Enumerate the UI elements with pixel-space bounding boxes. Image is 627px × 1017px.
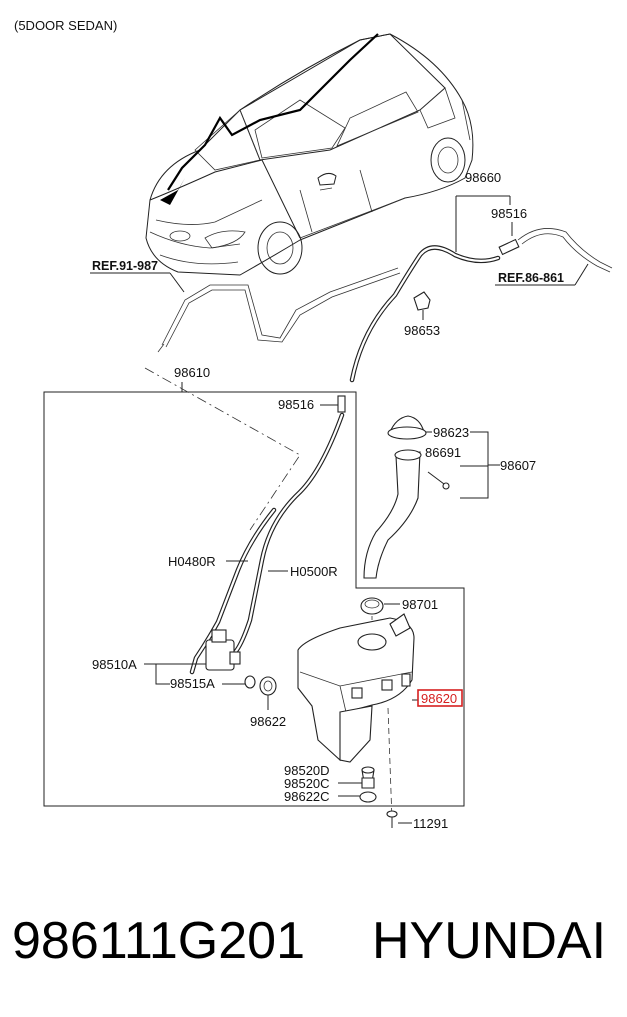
callout-98653: 98653 [404, 323, 440, 338]
callout-98516-top: 98516 [491, 206, 527, 221]
callout-98607: 98607 [500, 458, 536, 473]
callout-98515a: 98515A [170, 676, 215, 691]
part-98510a-pump: 98510A 98515A [92, 629, 256, 691]
top-hose-group: 98660 98516 REF.86-861 [349, 170, 613, 383]
ref-86-861-label: REF.86-861 [498, 271, 564, 285]
hoses-h0480r-h0500r: H0480R H0500R [168, 412, 345, 675]
callout-98701: 98701 [402, 597, 438, 612]
callout-98520d: 98520D [284, 763, 330, 778]
part-98620-reservoir: 98620 [297, 613, 463, 821]
assembly-box-98610: 98610 [43, 365, 465, 807]
callout-98622c: 98622C [284, 789, 330, 804]
callout-98620: 98620 [421, 691, 457, 706]
callout-h0500r: H0500R [290, 564, 338, 579]
part-98701-seal: 98701 [360, 597, 438, 632]
bottom-parts: 98520D 98520C 98622C 11291 [284, 763, 448, 831]
part-98607-filler-neck: 98623 86691 98607 [363, 415, 536, 579]
callout-86691: 86691 [425, 445, 461, 460]
footer-part-number: 986111G201 [12, 912, 305, 970]
callout-98516-box: 98516 [278, 397, 314, 412]
part-98516-connector: 98516 [278, 395, 346, 413]
callout-98660: 98660 [465, 170, 501, 185]
callout-98623: 98623 [433, 425, 469, 440]
part-98653-clip: 98653 [404, 291, 440, 338]
callout-h0480r: H0480R [168, 554, 216, 569]
callout-11291: 11291 [413, 816, 448, 831]
callout-98622: 98622 [250, 714, 286, 729]
callout-98610: 98610 [174, 365, 210, 380]
part-98622-grommet: 98622 [250, 676, 286, 729]
diagram-header: (5DOOR SEDAN) [14, 18, 117, 33]
footer-brand: HYUNDAI [372, 912, 606, 970]
car-illustration [145, 33, 474, 276]
highlight-box-98620 [417, 689, 463, 707]
callout-98520c: 98520C [284, 776, 330, 791]
ref-91-987-label: REF.91-987 [92, 259, 158, 273]
callout-98510a: 98510A [92, 657, 137, 672]
harness-ref-91-987: REF.91-987 [90, 259, 401, 353]
